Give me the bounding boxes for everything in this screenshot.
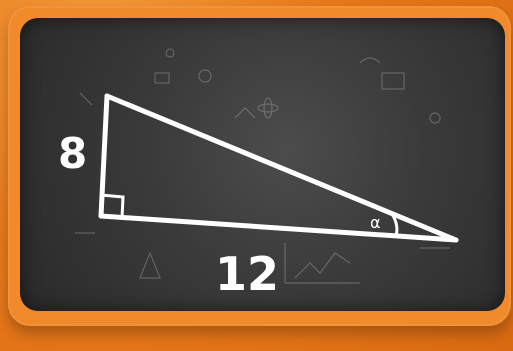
doodle-sun-icon xyxy=(198,69,212,83)
label-side-horizontal: 12 xyxy=(215,247,279,301)
chalkboard xyxy=(20,18,505,311)
label-angle: α xyxy=(370,213,381,232)
doodle-box-icon xyxy=(154,72,170,84)
label-side-vertical: 8 xyxy=(58,129,87,178)
doodle-triangle-icon xyxy=(234,107,256,119)
angle-arc-marker xyxy=(390,213,399,237)
doodle-book-icon xyxy=(381,72,405,90)
doodle-circle-icon xyxy=(165,48,175,58)
doodle-arc-icon xyxy=(359,57,381,64)
doodle-sail-icon xyxy=(139,251,161,279)
doodle-graph-icon xyxy=(294,252,351,279)
doodle-atom-icon xyxy=(257,103,279,113)
triangle-side-vertical xyxy=(98,93,110,219)
right-angle-marker xyxy=(100,193,125,219)
triangle-hypotenuse xyxy=(104,93,459,243)
chalk-doodles xyxy=(75,48,450,284)
